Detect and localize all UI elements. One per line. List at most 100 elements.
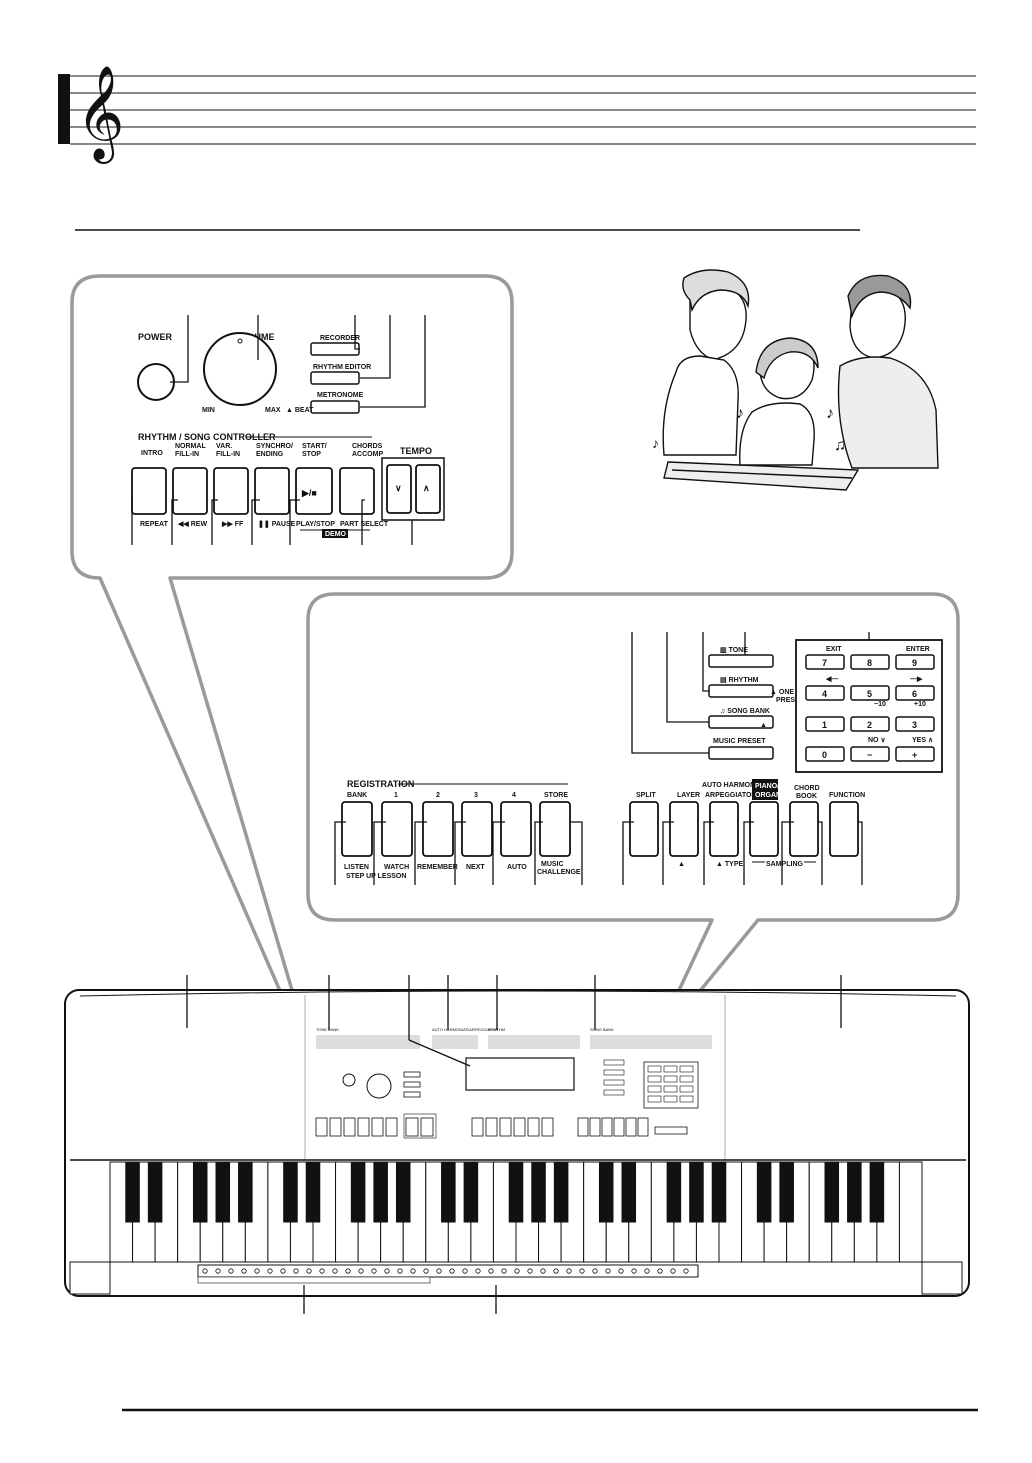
reg-2-button[interactable] [422,801,454,857]
mini-registration-button[interactable] [541,1117,554,1137]
keypad-key-button[interactable] [895,654,935,670]
mini-controller-button[interactable] [385,1117,398,1137]
recorder-button[interactable] [310,342,360,356]
mini-mode-select-button[interactable] [603,1089,625,1096]
mini-tempo-up-button[interactable] [420,1117,434,1137]
chord-book-button[interactable] [789,801,819,857]
black-key[interactable] [441,1161,456,1223]
keypad-key-button[interactable] [805,746,845,762]
black-key[interactable] [395,1161,411,1223]
mini-volume-knob[interactable] [366,1073,392,1099]
black-key[interactable] [621,1161,637,1223]
black-key[interactable] [598,1161,614,1223]
tempo-up-button[interactable] [415,464,441,514]
mini-controller-button[interactable] [329,1117,342,1137]
black-key[interactable] [238,1161,253,1223]
layer-button[interactable] [669,801,699,857]
black-key[interactable] [463,1161,479,1223]
mini-mode-button[interactable] [589,1117,601,1137]
black-key[interactable] [779,1161,794,1223]
mini-mode-button[interactable] [577,1117,589,1137]
black-key[interactable] [283,1161,298,1223]
black-key[interactable] [350,1161,366,1223]
mini-keypad-key[interactable] [663,1075,678,1083]
music-preset-button[interactable] [708,746,774,760]
intro-button[interactable] [131,467,167,515]
mini-keypad-key[interactable] [663,1095,678,1103]
black-key[interactable] [147,1161,163,1223]
mini-registration-button[interactable] [471,1117,484,1137]
keypad-key-button[interactable] [850,654,890,670]
mini-mode-select-button[interactable] [603,1079,625,1086]
keypad-key-button[interactable] [805,685,845,701]
mini-mode-button[interactable] [601,1117,613,1137]
mini-mode-button[interactable] [625,1117,637,1137]
mini-power-button[interactable] [342,1073,356,1087]
black-key[interactable] [824,1161,840,1223]
keypad-key-button[interactable] [850,685,890,701]
mini-recorder-button[interactable] [403,1071,421,1078]
bank-button[interactable] [341,801,373,857]
mini-metronome-button[interactable] [403,1091,421,1098]
power-button[interactable] [137,363,175,401]
black-key[interactable] [508,1161,524,1223]
keypad-key-button[interactable] [895,716,935,732]
rhythm-button[interactable] [708,684,774,698]
tone-button[interactable] [708,654,774,668]
black-key[interactable] [666,1161,682,1223]
black-key[interactable] [215,1161,231,1223]
start-stop-button[interactable] [295,467,333,515]
volume-knob[interactable] [203,332,277,406]
keypad-key-button[interactable] [895,746,935,762]
keypad-key-button[interactable] [805,716,845,732]
reg-3-button[interactable] [461,801,493,857]
black-key[interactable] [756,1161,772,1223]
mini-keypad-key[interactable] [663,1065,678,1073]
tempo-down-button[interactable] [386,464,412,514]
keypad-key-button[interactable] [895,685,935,701]
keypad-key-button[interactable] [850,746,890,762]
normal-fill-in-button[interactable] [172,467,208,515]
mini-keypad-key[interactable] [679,1095,694,1103]
reg-4-button[interactable] [500,801,532,857]
store-button[interactable] [539,801,571,857]
mini-controller-button[interactable] [357,1117,370,1137]
split-button[interactable] [629,801,659,857]
mini-keypad-key[interactable] [679,1085,694,1093]
mini-registration-button[interactable] [499,1117,512,1137]
mini-mode-button[interactable] [637,1117,649,1137]
mini-rhythm-editor-button[interactable] [403,1081,421,1088]
mini-keypad-key[interactable] [679,1065,694,1073]
mini-mode-select-button[interactable] [603,1069,625,1076]
black-key[interactable] [531,1161,546,1223]
mini-keypad-key[interactable] [647,1065,662,1073]
rhythm-editor-button[interactable] [310,371,360,385]
mini-registration-button[interactable] [527,1117,540,1137]
piano-organ-button[interactable] [749,801,779,857]
mini-tempo-down-button[interactable] [405,1117,419,1137]
black-key[interactable] [689,1161,704,1223]
black-key[interactable] [847,1161,862,1223]
var-fill-in-button[interactable] [213,467,249,515]
white-key[interactable] [898,1161,923,1263]
mini-registration-button[interactable] [485,1117,498,1137]
metronome-button[interactable] [310,400,360,414]
function-button[interactable] [829,801,859,857]
mini-keypad-key[interactable] [663,1085,678,1093]
mini-registration-button[interactable] [513,1117,526,1137]
reg-1-button[interactable] [381,801,413,857]
mini-controller-button[interactable] [315,1117,328,1137]
keypad-key-button[interactable] [850,716,890,732]
black-key[interactable] [125,1161,140,1223]
black-key[interactable] [869,1161,885,1223]
black-key[interactable] [711,1161,727,1223]
mini-keypad-key[interactable] [679,1075,694,1083]
accomp-button[interactable] [339,467,375,515]
mini-controller-button[interactable] [371,1117,384,1137]
mini-keypad-key[interactable] [647,1085,662,1093]
black-key[interactable] [192,1161,208,1223]
mini-mode-select-button[interactable] [603,1059,625,1066]
black-key[interactable] [305,1161,321,1223]
mini-mode-button[interactable] [613,1117,625,1137]
keypad-key-button[interactable] [805,654,845,670]
